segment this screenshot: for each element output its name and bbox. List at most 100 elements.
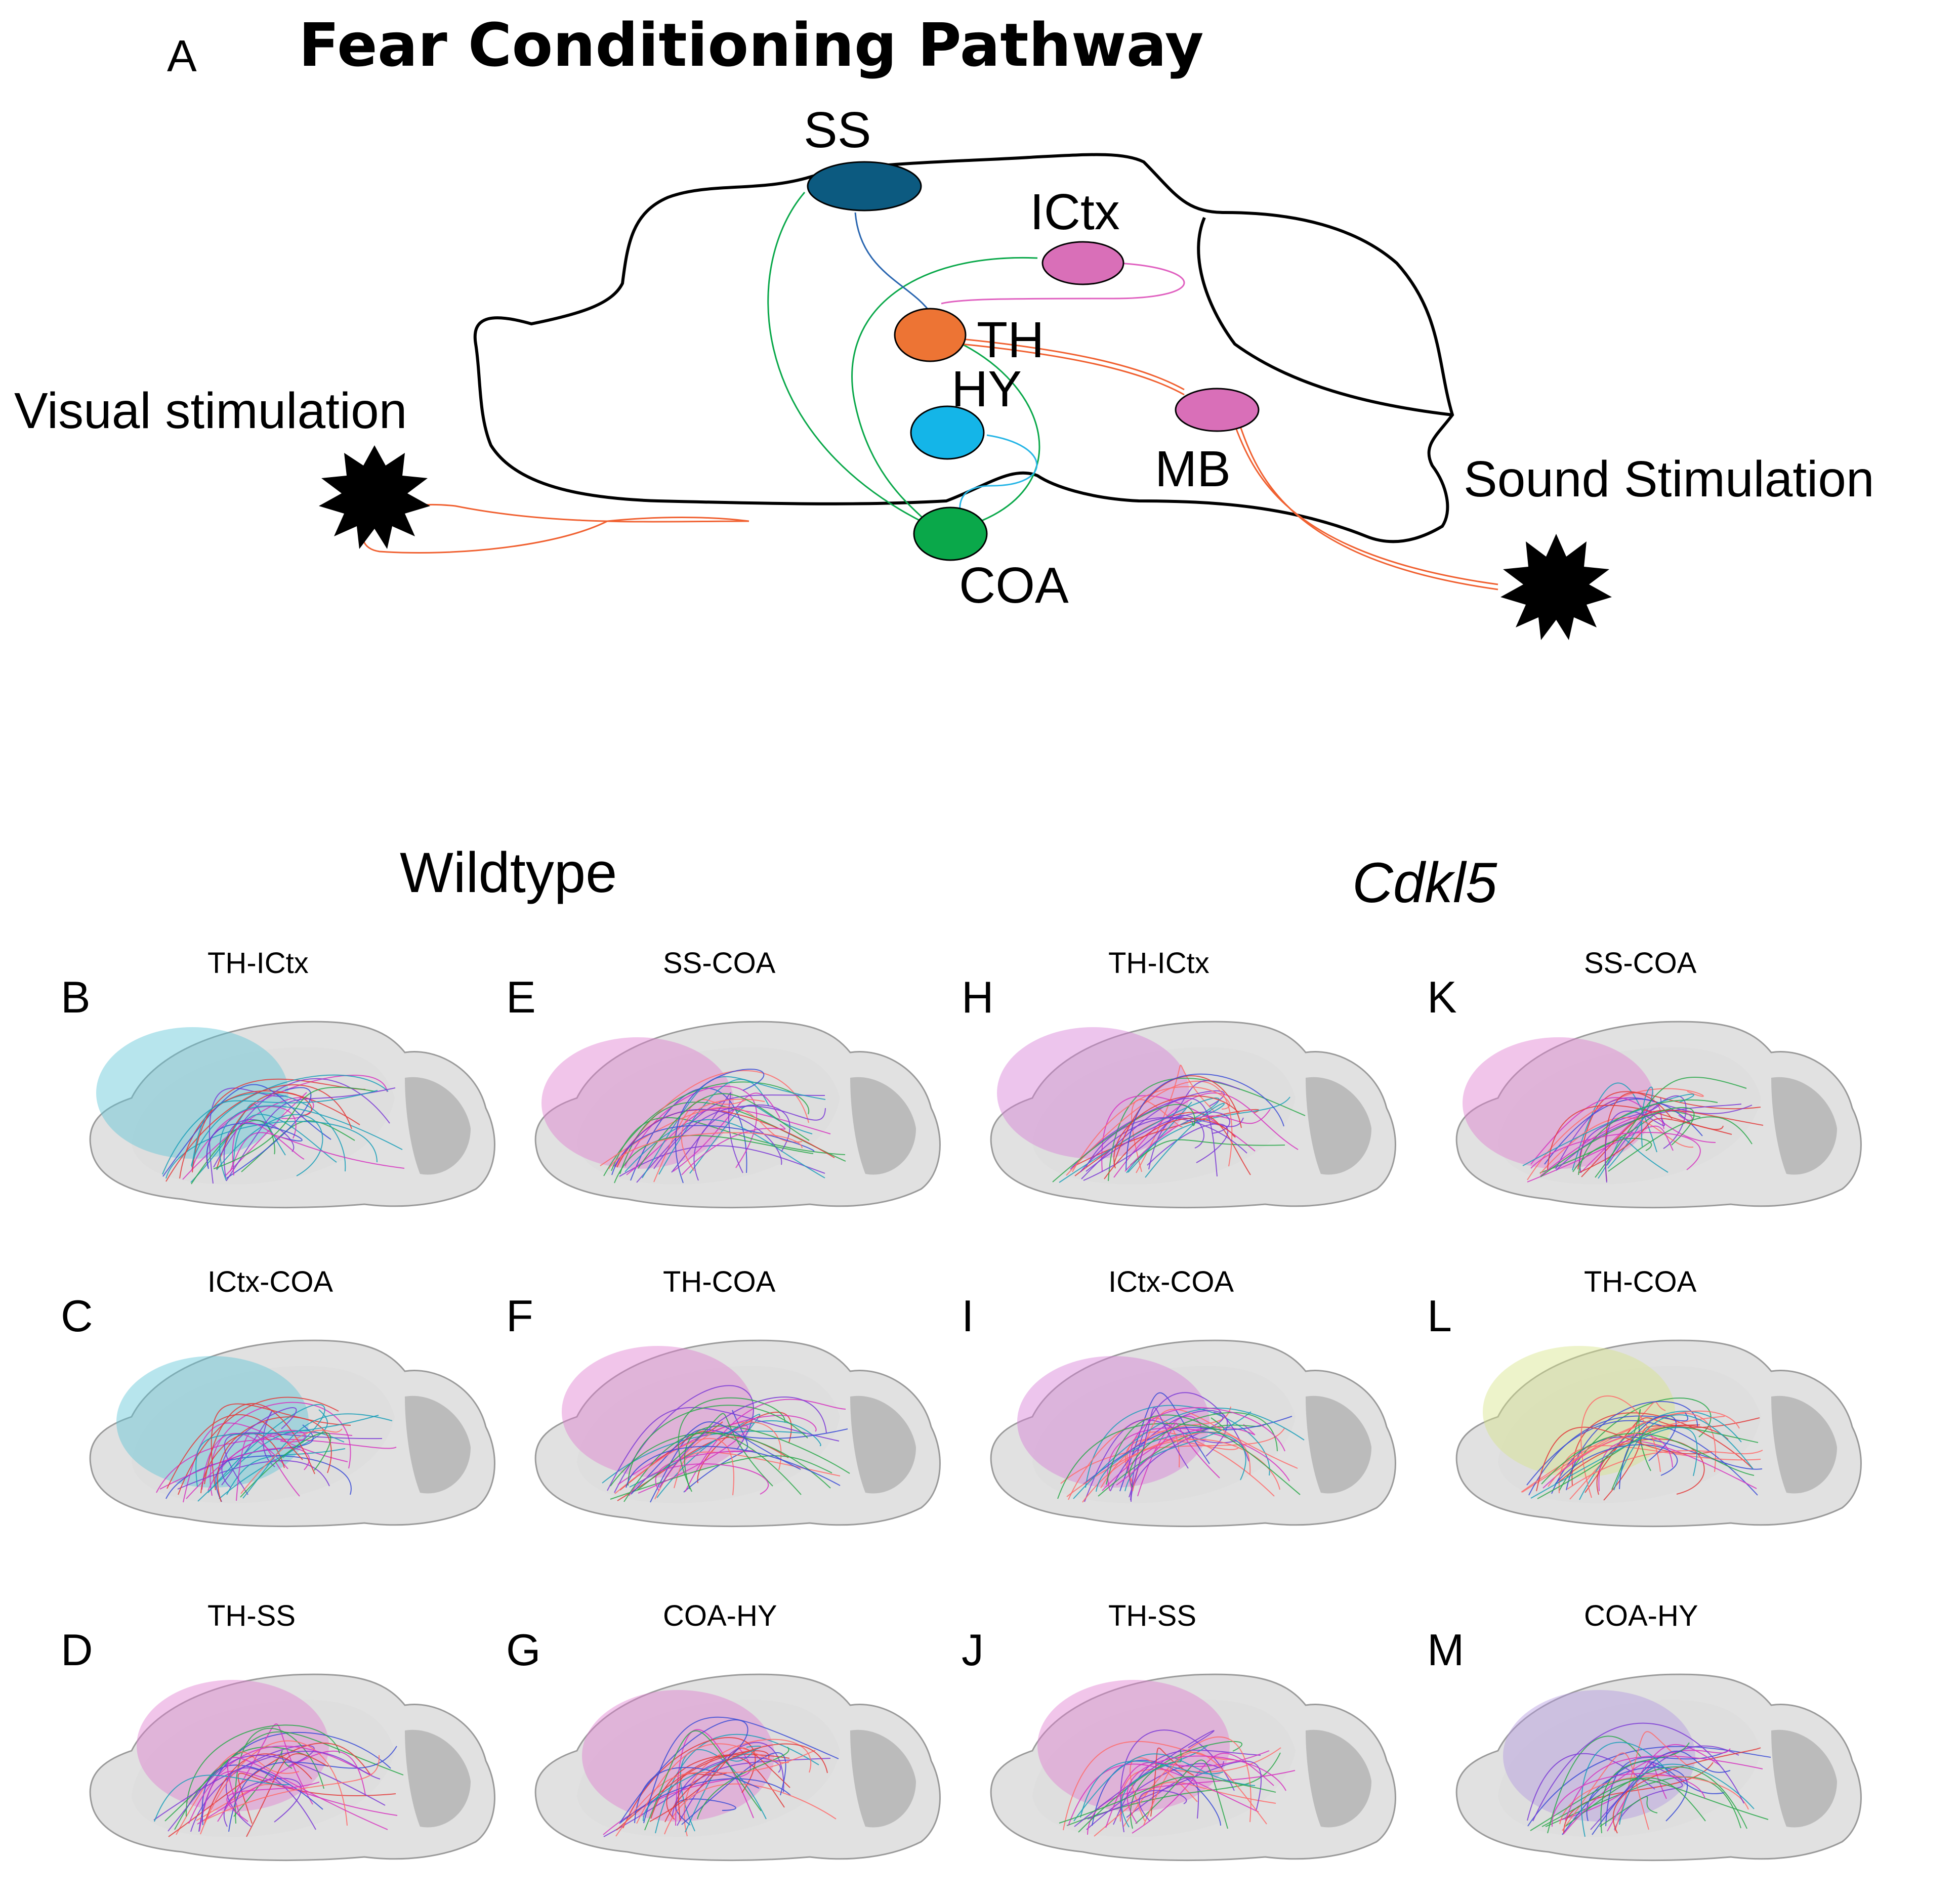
panel-letter-j: J (962, 1625, 984, 1675)
fiber-tract (1074, 1730, 1215, 1827)
panel-letter-b: B (61, 972, 91, 1022)
fiber-tract (1094, 1781, 1276, 1837)
fiber-tract (246, 1753, 328, 1837)
fiber-tract (236, 1432, 300, 1501)
fiber-tract (1060, 1428, 1285, 1484)
cerebellum-shading (1771, 1396, 1837, 1494)
fiber-tract (207, 1404, 325, 1493)
fiber-tract (655, 1734, 819, 1834)
path-th-mb-2 (961, 343, 1185, 396)
path-mb-sound (1234, 425, 1498, 585)
fiber-tract (634, 1767, 760, 1824)
fiber-tract (186, 1429, 306, 1499)
fiber-tract (1085, 1405, 1270, 1488)
panel-subtitle-g: COA-HY (663, 1599, 777, 1632)
fiber-tract (168, 1755, 386, 1832)
fiber-tract (1565, 1755, 1763, 1821)
fiber-tract (611, 1117, 846, 1171)
fiber-tract (636, 1094, 825, 1183)
fear-pathway-diagram (319, 153, 1612, 640)
fiber-tract (1128, 1407, 1285, 1490)
panel-a-title: Fear Conditioning Pathway (299, 10, 1204, 80)
brain-render-e (534, 1021, 941, 1209)
fiber-tract (620, 1719, 748, 1823)
cerebellum-shading (1306, 1729, 1371, 1828)
label-ss: SS (804, 102, 871, 158)
fiber-tract (240, 1432, 331, 1498)
fiber-tract (1526, 1420, 1758, 1496)
fiber-tract (225, 1092, 307, 1176)
fiber-tract (1080, 1760, 1224, 1818)
panel-subtitle-i: ICtx-COA (1108, 1265, 1234, 1298)
panel-letter-m: M (1427, 1625, 1465, 1675)
fiber-tract (1605, 1110, 1665, 1183)
panel-letter-f: F (506, 1291, 533, 1341)
fiber-tract (1539, 1117, 1694, 1174)
fiber-tract (213, 1086, 376, 1169)
fiber-tract (192, 1078, 366, 1173)
fiber-tract (202, 1755, 380, 1822)
fiber-tract (195, 1415, 379, 1487)
fiber-tract (1581, 1110, 1764, 1177)
fiber-tract (1136, 1065, 1214, 1173)
region-overlay (116, 1356, 309, 1488)
fiber-tract (625, 1446, 841, 1488)
fiber-tract (190, 1745, 315, 1832)
fiber-tract (697, 1747, 789, 1820)
fiber-tract (619, 1421, 723, 1491)
fiber-tract (629, 1463, 769, 1496)
fiber-tract (1083, 1416, 1292, 1485)
fiber-tract (223, 1778, 302, 1827)
fiber-tract (674, 1451, 841, 1489)
fiber-tract (1613, 1414, 1754, 1491)
fiber-tract (614, 1135, 814, 1184)
fiber-tract (1086, 1117, 1247, 1167)
label-coa: COA (959, 557, 1069, 614)
node-hy (910, 405, 985, 460)
fiber-tract (1081, 1097, 1218, 1179)
fiber-tract (664, 1743, 828, 1823)
fiber-tract (219, 1409, 328, 1499)
fiber-tract (611, 1125, 815, 1175)
brain-render-b (89, 1021, 495, 1209)
fiber-tract (608, 1132, 803, 1169)
fiber-tract (1530, 1097, 1716, 1165)
fiber-tract (1129, 1412, 1278, 1488)
fiber-tract (204, 1753, 312, 1824)
fiber-tract (681, 1752, 786, 1825)
panel-a-letter: A (167, 31, 197, 81)
region-overlay (1017, 1356, 1210, 1488)
fiber-tract (1087, 1770, 1296, 1835)
fiber-tract (178, 1397, 339, 1495)
fiber-tract (685, 1399, 846, 1492)
fiber-tract (619, 1145, 825, 1177)
fiber-tract (615, 1750, 816, 1837)
node-th (894, 308, 967, 362)
panel-letter-d: D (61, 1625, 93, 1675)
brain-inner-shading (1498, 1700, 1761, 1837)
fiber-tract (1068, 1763, 1259, 1826)
fiber-tract (1590, 1745, 1739, 1830)
panel-letter-e: E (506, 972, 536, 1022)
fiber-tract (1527, 1746, 1771, 1827)
fiber-tract (221, 1407, 297, 1488)
fiber-tract (1571, 1412, 1753, 1486)
fiber-tract (1096, 1431, 1246, 1492)
fiber-tract (153, 1751, 381, 1821)
fiber-tract (622, 1737, 756, 1829)
path-ictx-th (941, 262, 1185, 305)
panel-subtitle-d: TH-SS (207, 1599, 296, 1632)
fiber-tract (654, 1421, 782, 1500)
fiber-tract (1106, 1414, 1301, 1495)
fiber-tract (642, 1746, 761, 1822)
fiber-tract (1110, 1410, 1228, 1492)
fiber-tract (1129, 1407, 1189, 1498)
sound-starburst-icon (1500, 534, 1612, 640)
panel-letter-c: C (61, 1291, 93, 1341)
brain-render-m (1455, 1673, 1862, 1862)
fiber-tract (1566, 1401, 1698, 1491)
fiber-tract (1087, 1760, 1262, 1820)
fiber-tract (1130, 1412, 1224, 1502)
panel-subtitle-l: TH-COA (1584, 1265, 1697, 1298)
fiber-tract (1607, 1744, 1721, 1832)
